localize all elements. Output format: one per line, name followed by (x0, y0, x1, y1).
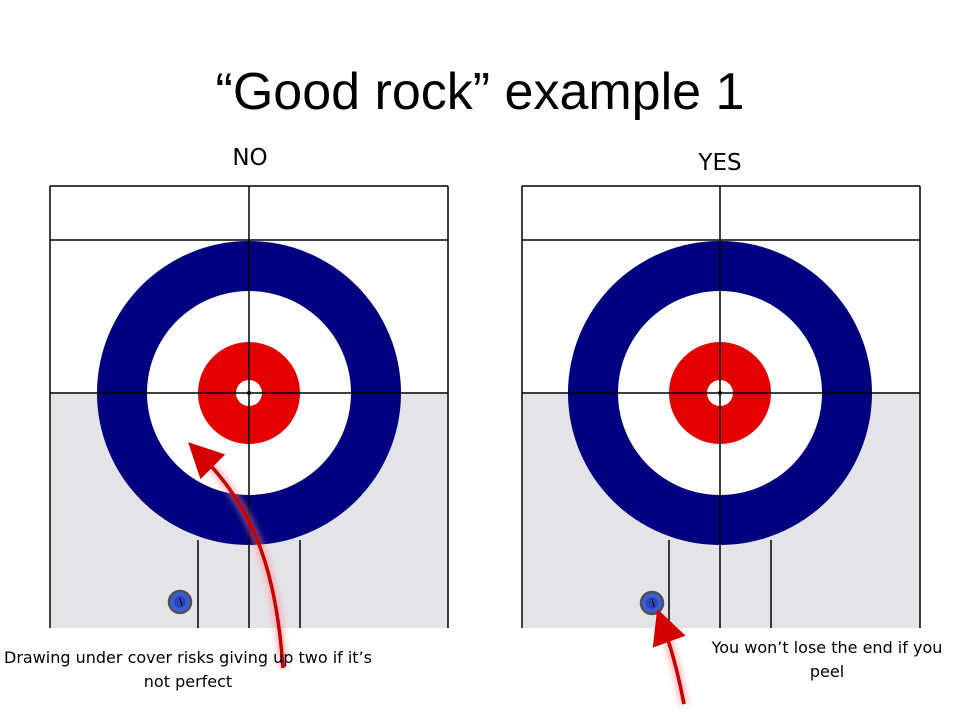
no-arrow (188, 442, 288, 669)
no-pin-dot (247, 391, 251, 395)
yes-sheet (521, 185, 921, 705)
no-label: NO (232, 145, 268, 171)
yes-stone (639, 590, 665, 616)
no-caption: Drawing under cover risks giving up two … (4, 648, 372, 691)
no-sheet (49, 185, 449, 669)
slide-title: “Good rock” example 1 (215, 63, 745, 121)
yes-caption: You won’t lose the end if you peel (711, 638, 943, 681)
yes-pin-dot (718, 391, 722, 395)
yes-arrow (652, 608, 689, 705)
no-stone (167, 589, 193, 615)
yes-label: YES (698, 150, 742, 176)
